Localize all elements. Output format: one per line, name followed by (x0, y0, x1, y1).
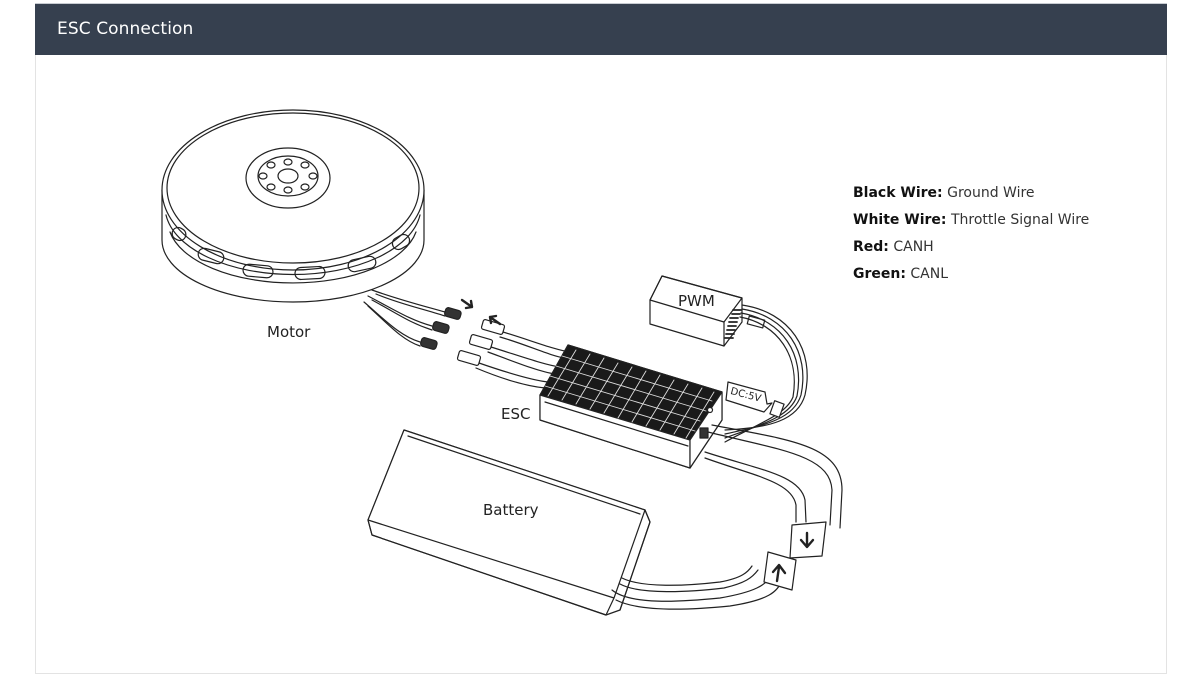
legend-item: Green: CANL (853, 264, 1089, 291)
card-header: ESC Connection (35, 3, 1167, 55)
legend-item: White Wire: Throttle Signal Wire (853, 210, 1089, 237)
legend-value: Ground Wire (947, 185, 1035, 201)
esc-illustration (539, 344, 723, 469)
legend-value: Throttle Signal Wire (950, 212, 1090, 228)
motor-illustration (161, 109, 425, 303)
legend-item: Black Wire: Ground Wire (853, 183, 1089, 210)
legend-value: CANL (910, 266, 949, 282)
motor-label: Motor (267, 323, 311, 341)
motor-hub-holes (258, 158, 318, 194)
dc-5v-tag (725, 381, 773, 413)
arrow-down-icon (799, 531, 815, 549)
motor-vent-slots (171, 226, 411, 281)
power-cables (611, 424, 843, 610)
battery-label: Battery (483, 501, 539, 519)
xt-connector-esc (789, 521, 827, 559)
legend-item: Red: CANH (853, 237, 1089, 264)
pwm-illustration (649, 275, 766, 347)
plug-in-arrow-icon (488, 314, 502, 326)
plug-in-arrow-icon (460, 298, 474, 310)
arrow-up-icon (771, 563, 787, 583)
pwm-label: PWM (678, 292, 715, 310)
esc-heatsink-fins (544, 349, 715, 439)
wire-legend: Black Wire: Ground Wire White Wire: Thro… (853, 183, 1089, 291)
battery-illustration (367, 429, 651, 616)
legend-key: White Wire: (853, 212, 947, 228)
legend-value: CANH (893, 239, 934, 255)
pwm-signal-cable (724, 304, 808, 443)
esc-label: ESC (501, 405, 531, 423)
xt-connector-battery (763, 551, 797, 591)
motor-phase-wires (363, 289, 571, 389)
legend-key: Green: (853, 266, 906, 282)
legend-key: Red: (853, 239, 889, 255)
legend-key: Black Wire: (853, 185, 943, 201)
page-title: ESC Connection (57, 19, 194, 39)
